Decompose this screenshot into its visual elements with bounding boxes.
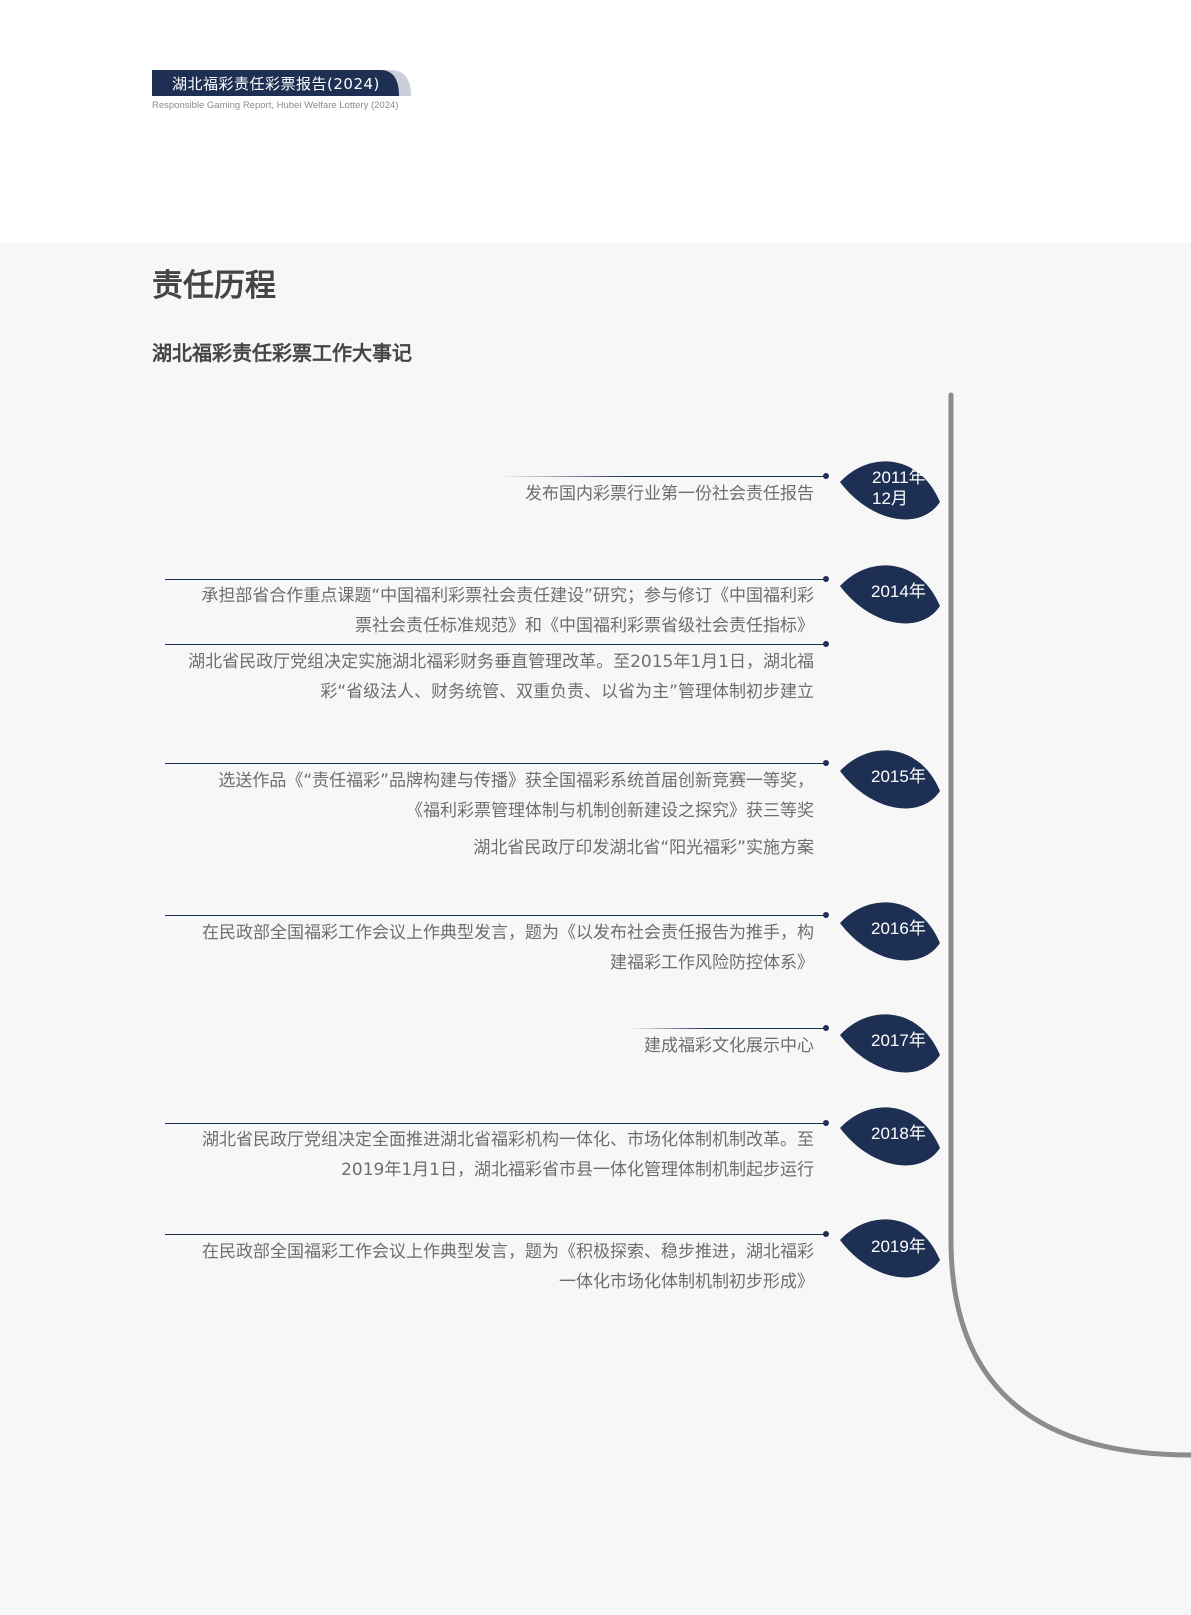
event-text: 选送作品《“责任福彩”品牌构建与传播》获全国福彩系统首届创新竞赛一等奖， 《福利… bbox=[218, 771, 814, 821]
event-text: 湖北省民政厅党组决定实施湖北福彩财务垂直管理改革。至2015年1月1日，湖北福 … bbox=[188, 652, 814, 702]
page-title: 责任历程 bbox=[152, 268, 276, 304]
event-connector bbox=[165, 912, 829, 918]
report-subtitle: Responsible Gaming Report, Hubei Welfare… bbox=[152, 100, 399, 111]
header-tag-shape bbox=[152, 70, 411, 96]
year-label-2017: 2017年 bbox=[871, 1031, 926, 1050]
event-text: 建成福彩文化展示中心 bbox=[644, 1036, 814, 1056]
event-connector bbox=[165, 576, 829, 582]
report-header-tag: 湖北福彩责任彩票报告(2024) bbox=[152, 70, 411, 96]
year-label-2015: 2015年 bbox=[871, 767, 926, 786]
year-label-2019: 2019年 bbox=[871, 1237, 926, 1256]
event-connector bbox=[165, 641, 829, 647]
year-label-2018: 2018年 bbox=[871, 1124, 926, 1143]
event-connector bbox=[165, 760, 829, 766]
content-panel bbox=[0, 243, 1191, 1615]
event-connector bbox=[165, 1120, 829, 1126]
year-label-2016: 2016年 bbox=[871, 919, 926, 938]
year-label-2014: 2014年 bbox=[871, 582, 926, 601]
event-text: 湖北省民政厅印发湖北省“阳光福彩”实施方案 bbox=[473, 838, 814, 858]
event-text: 在民政部全国福彩工作会议上作典型发言，题为《以发布社会责任报告为推手，构 建福彩… bbox=[202, 923, 814, 973]
section-subtitle: 湖北福彩责任彩票工作大事记 bbox=[152, 341, 412, 365]
event-text: 湖北省民政厅党组决定全面推进湖北省福彩机构一体化、市场化体制机制改革。至 201… bbox=[202, 1130, 814, 1180]
report-title: 湖北福彩责任彩票报告(2024) bbox=[172, 75, 380, 93]
event-connector bbox=[500, 473, 829, 479]
event-text: 在民政部全国福彩工作会议上作典型发言，题为《积极探索、稳步推进，湖北福彩 一体化… bbox=[202, 1242, 814, 1292]
event-connector bbox=[630, 1025, 829, 1031]
event-connector bbox=[165, 1231, 829, 1237]
timeline-track bbox=[948, 392, 1191, 1458]
year-label-2011: 2011年 12月 bbox=[872, 468, 926, 508]
event-text: 承担部省合作重点课题“中国福利彩票社会责任建设”研究；参与修订《中国福利彩 票社… bbox=[201, 586, 814, 636]
event-text: 发布国内彩票行业第一份社会责任报告 bbox=[525, 484, 814, 504]
